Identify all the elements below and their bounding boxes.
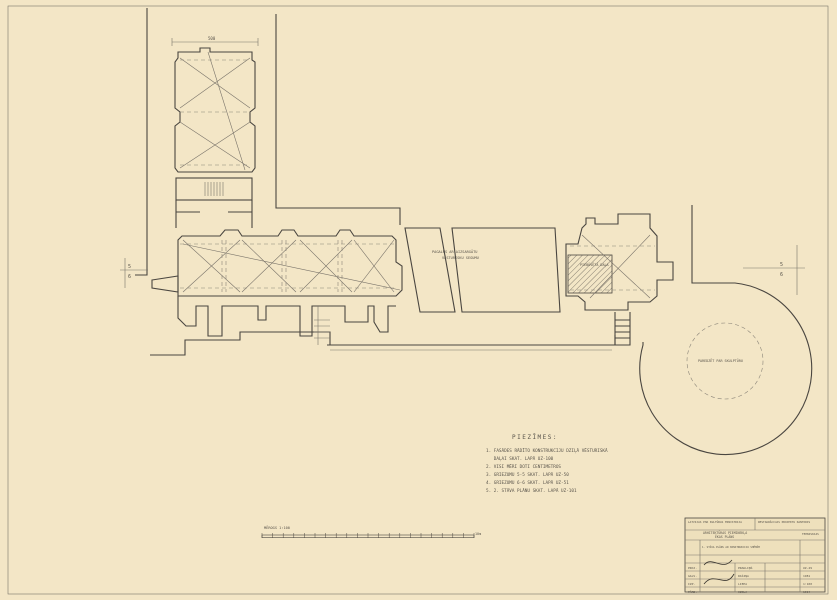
title-block-name: LIEPA xyxy=(738,582,747,586)
round-courtyard: PAREDZĒT PAR SKULPTŪRU xyxy=(639,205,813,456)
courtyard-label-2: VĒSTURISKU SEGUMU xyxy=(442,255,479,260)
title-block-name: RAŠIŅA xyxy=(738,573,749,578)
note-item: 5. 2. STĀVA PLĀNU SKAT. LAPĀ UZ-101 xyxy=(486,487,577,494)
note-item: 3. GRIEZUMU 5-5 SKAT. LAPĀ UZ-50 xyxy=(486,471,569,478)
circle-label: PAREDZĒT PAR SKULPTŪRU xyxy=(698,358,743,363)
courtyard-blocks: PAGALMS AR AIZSARGĀTU VĒSTURISKU SEGUMU xyxy=(404,227,561,313)
section-marker-left: 5 6 xyxy=(120,258,148,288)
note-item: 2. VISI MĒRI DOTI CENTIMETROS xyxy=(486,463,561,470)
svg-text:TEHNISKAIS: TEHNISKAIS xyxy=(802,532,819,536)
svg-text:5: 5 xyxy=(128,264,131,270)
svg-text:ARHITEKTŪRAS PIEMINEKĻA: ARHITEKTŪRAS PIEMINEKĻA xyxy=(703,530,747,535)
scale-end-label: 10m xyxy=(475,532,481,536)
right-wing: PIEBŪVĒTĀ DAĻA xyxy=(565,213,674,346)
sheet-frame xyxy=(7,5,829,595)
scale-label: MĒROGS 1:100 xyxy=(264,525,290,530)
tower-block: 500 xyxy=(171,36,259,228)
svg-text:1. STĀVA PLĀNS AR KONSTRUKCIJU: 1. STĀVA PLĀNS AR KONSTRUKCIJU SHĒMĀM xyxy=(702,544,760,549)
title-block-role: PĀRB. xyxy=(688,589,697,594)
svg-text:RESTAURĀCIJAS PROJEKTU KANTORI: RESTAURĀCIJAS PROJEKTU KANTORIS xyxy=(758,519,811,524)
title-block-value: 1904 xyxy=(803,590,810,594)
title-block-value: UZ-49 xyxy=(803,566,812,570)
courtyard-label: PAGALMS AR AIZSARGĀTU xyxy=(432,249,477,254)
note-item: 4. GRIEZUMU 6-6 SKAT. LAPĀ UZ-51 xyxy=(486,479,569,486)
title-block-name: OZOLA xyxy=(738,590,747,594)
note-item: DAĻAI SKAT. LAPĀ UZ-100 xyxy=(486,455,554,462)
svg-text:5: 5 xyxy=(780,262,783,268)
title-block-role: PROJ. xyxy=(688,566,697,570)
title-block-name: PRAULIŅŠ xyxy=(738,565,753,570)
svg-text:LATVIJAS PSR KULTŪRAS MINISTRI: LATVIJAS PSR KULTŪRAS MINISTRIJA xyxy=(688,519,742,524)
svg-text:ĒKAS PLĀNS: ĒKAS PLĀNS xyxy=(715,534,734,539)
hatched-annex xyxy=(567,254,613,294)
signature xyxy=(703,559,735,585)
svg-text:6: 6 xyxy=(780,272,783,278)
title-block-role: GALV. xyxy=(688,574,697,578)
annex-label: PIEBŪVĒTĀ DAĻA xyxy=(580,262,609,267)
title-block-role: IZP. xyxy=(688,582,695,586)
main-wing xyxy=(151,229,403,345)
section-marker-right: 5 6 xyxy=(743,245,805,295)
svg-text:6: 6 xyxy=(128,274,131,280)
title-block: LATVIJAS PSR KULTŪRAS MINISTRIJA RESTAUR… xyxy=(684,517,826,594)
tower-dimension: 500 xyxy=(208,36,216,41)
scale-bar: MĒROGS 1:100 10m xyxy=(261,525,481,538)
notes: PIEZĪMES: 1. FASĀDES RĀDĪTO KONSTRUKCIJU… xyxy=(486,434,608,494)
notes-title: PIEZĪMES: xyxy=(512,434,558,441)
title-block-value: 1:100 xyxy=(803,582,812,586)
note-item: 1. FASĀDES RĀDĪTO KONSTRUKCIJU DZIĻĀ VĒS… xyxy=(486,447,608,454)
title-block-value: 1981 xyxy=(803,574,810,578)
